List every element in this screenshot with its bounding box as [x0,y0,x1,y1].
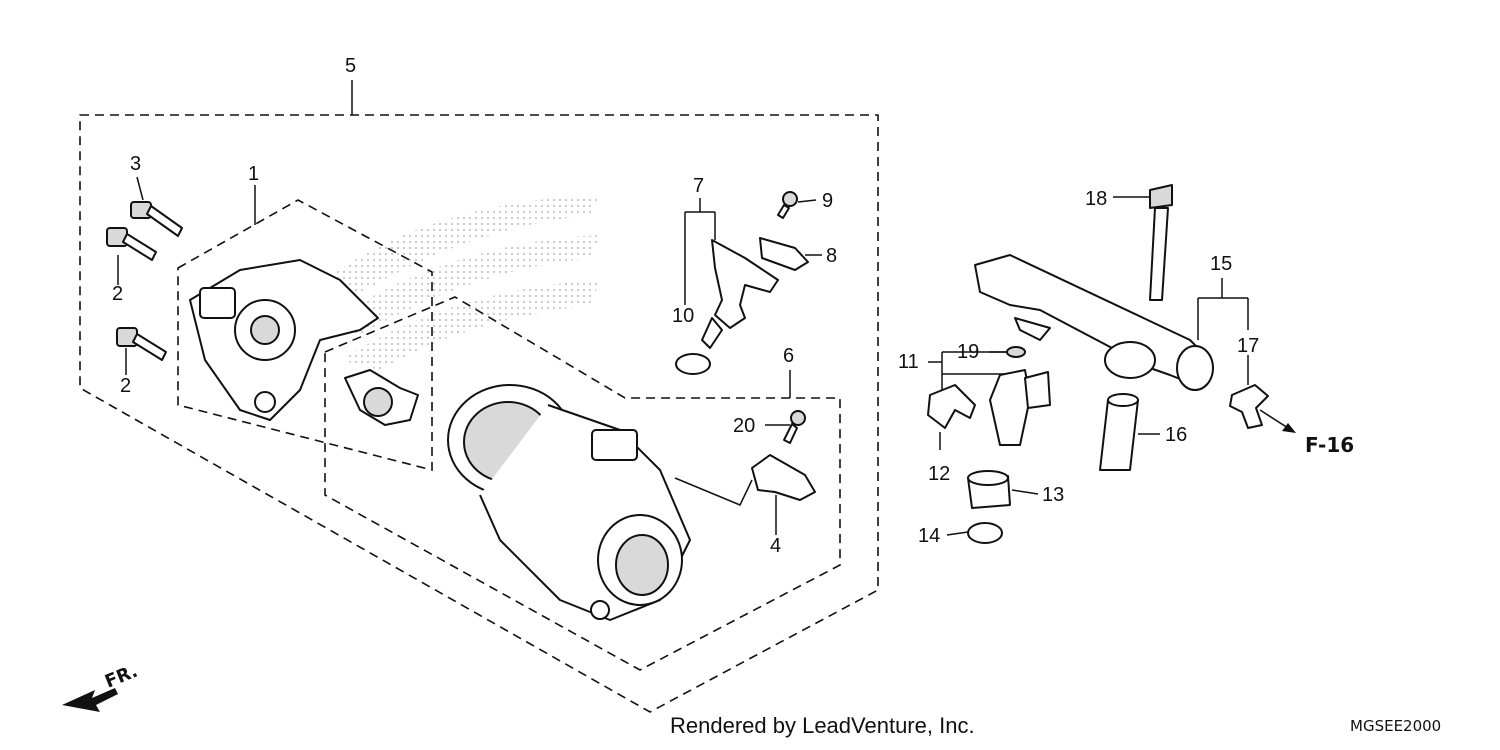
o-ring-10 [675,353,711,375]
callout-20: 20 [733,415,755,437]
screw-20 [783,410,806,444]
bolt-2b [116,327,167,361]
o-ring-14 [967,522,1003,544]
callout-18: 18 [1085,188,1107,210]
seal-19 [1006,346,1026,358]
callout-6: 6 [783,345,794,367]
front-arrow [62,688,118,712]
callout-15: 15 [1210,253,1232,275]
bolt-2a [106,227,157,261]
callout-2b: 2 [120,375,131,397]
sensor-4 [674,454,816,506]
wing-watermark [300,195,600,370]
callout-11: 11 [898,351,919,373]
callout-19: 19 [957,341,979,363]
throttle-bracket-1 [189,259,379,421]
callout-10: 10 [672,305,694,327]
sensor-7 [701,239,779,349]
diagram-code: MGSEE2000 [1350,717,1441,735]
cushion-13 [967,470,1011,509]
sleeve-16 [1099,393,1139,471]
bracket-7 [684,198,716,305]
bolt-18 [1149,184,1173,301]
callout-12: 12 [928,463,950,485]
gasket [344,369,419,426]
callout-4: 4 [770,535,781,557]
credit-text: Rendered by LeadVenture, Inc. [670,713,975,738]
callout-8: 8 [826,245,837,267]
callout-16: 16 [1165,424,1187,446]
clip-12 [927,384,976,429]
callout-3: 3 [130,153,141,175]
injector-11 [989,369,1051,446]
bolt-3 [130,201,183,237]
screw-9 [777,191,798,219]
clip-17 [1229,384,1269,429]
callout-5: 5 [345,55,356,77]
callout-17: 17 [1237,335,1259,357]
assembly-frame-5 [79,114,879,713]
front-marker-label: FR. [102,661,141,693]
subassembly-frame-1 [177,199,433,472]
bracket-15 [1197,278,1249,340]
leader-lines [117,176,1249,536]
gasket-ring-8 [759,237,809,271]
subassembly-frame-6 [324,296,841,671]
callout-13: 13 [1042,484,1064,506]
callout-1: 1 [248,163,259,185]
callout-9: 9 [822,190,833,212]
section-ref-label: F-16 [1305,433,1354,457]
throttle-body [447,384,691,621]
fuel-rail-15 [974,254,1214,391]
callout-7: 7 [693,175,704,197]
bracket-11 [928,351,1010,392]
callout-14: 14 [918,525,940,547]
callout-2a: 2 [112,283,123,305]
f16-arrow [1259,409,1296,433]
